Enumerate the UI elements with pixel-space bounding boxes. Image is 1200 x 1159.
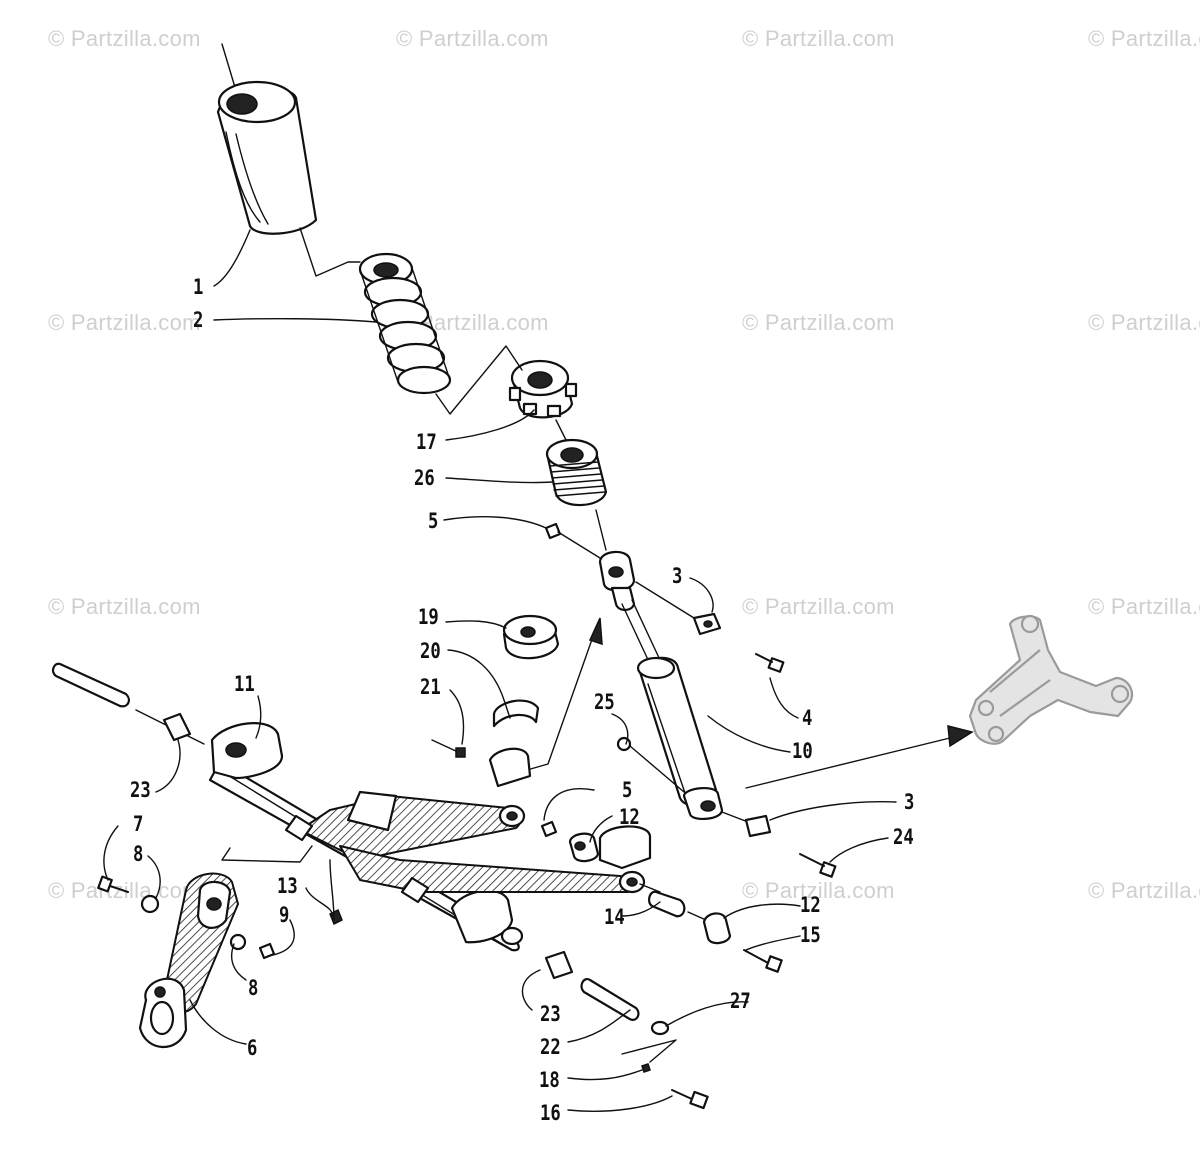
callout-11: 11 [234, 672, 255, 696]
callout-23b: 23 [540, 1002, 561, 1026]
callout-2: 2 [193, 308, 204, 332]
watermark: © Partzilla.com [48, 310, 201, 335]
linkage-ghost-part [968, 614, 1134, 745]
callout-7: 7 [133, 812, 144, 836]
leader-lines [103, 227, 897, 1112]
callout-9: 9 [279, 903, 290, 927]
callout-22: 22 [540, 1035, 561, 1059]
watermark: © Partzilla.com [742, 594, 895, 619]
retainer-part [492, 699, 540, 728]
watermark: © Partzilla.com [1088, 26, 1200, 51]
callout-6: 6 [247, 1036, 258, 1060]
callout-16: 16 [540, 1101, 561, 1125]
callout-15: 15 [800, 923, 821, 947]
callout-21: 21 [420, 675, 441, 699]
watermark: © Partzilla.com [48, 594, 201, 619]
callout-25: 25 [594, 690, 615, 714]
callout-23: 23 [130, 778, 151, 802]
lower-pin-parts [544, 950, 709, 1110]
coil-spring-part [358, 252, 452, 395]
spring-cover-part [216, 43, 318, 235]
callout-27: 27 [730, 989, 751, 1013]
callout-17: 17 [416, 430, 437, 454]
callout-12b: 12 [800, 893, 821, 917]
watermark: © Partzilla.com [742, 310, 895, 335]
callout-4: 4 [802, 706, 813, 730]
sleeve-part [639, 883, 783, 973]
watermark: © Partzilla.com [396, 26, 549, 51]
callout-8b: 8 [248, 976, 259, 1000]
watermark: © Partzilla.com [1088, 310, 1200, 335]
grease-fitting-part [431, 739, 466, 758]
callout-3b: 3 [904, 790, 915, 814]
shock-absorber-part [598, 550, 724, 820]
watermark: © Partzilla.com [48, 26, 201, 51]
callout-3: 3 [672, 564, 683, 588]
lower-bushing-part [721, 811, 837, 878]
callout-24: 24 [893, 825, 914, 849]
assembly-arrows [519, 617, 974, 789]
callout-12: 12 [619, 805, 640, 829]
upper-bushing-part [635, 581, 785, 673]
callout-5b: 5 [622, 778, 633, 802]
callout-8: 8 [133, 842, 144, 866]
spring-adjuster-part [508, 359, 578, 419]
callout-26: 26 [414, 466, 435, 490]
callout-13: 13 [277, 874, 298, 898]
watermark: © Partzilla.com [742, 878, 895, 903]
watermark: © Partzilla.com [1088, 594, 1200, 619]
callout-1: 1 [193, 275, 204, 299]
steering-arm-part [138, 872, 239, 1049]
axle-arm-part [51, 662, 652, 952]
callout-19: 19 [418, 605, 439, 629]
nut-upper-part [544, 522, 601, 559]
watermark: © Partzilla.com [1088, 878, 1200, 903]
spring-seat-part [502, 614, 560, 660]
callout-14: 14 [604, 905, 625, 929]
callout-18: 18 [539, 1068, 560, 1092]
callout-10: 10 [792, 739, 813, 763]
bump-stop-part [545, 419, 608, 551]
watermark: © Partzilla.com [742, 26, 895, 51]
callout-5: 5 [428, 509, 439, 533]
callout-20: 20 [420, 639, 441, 663]
